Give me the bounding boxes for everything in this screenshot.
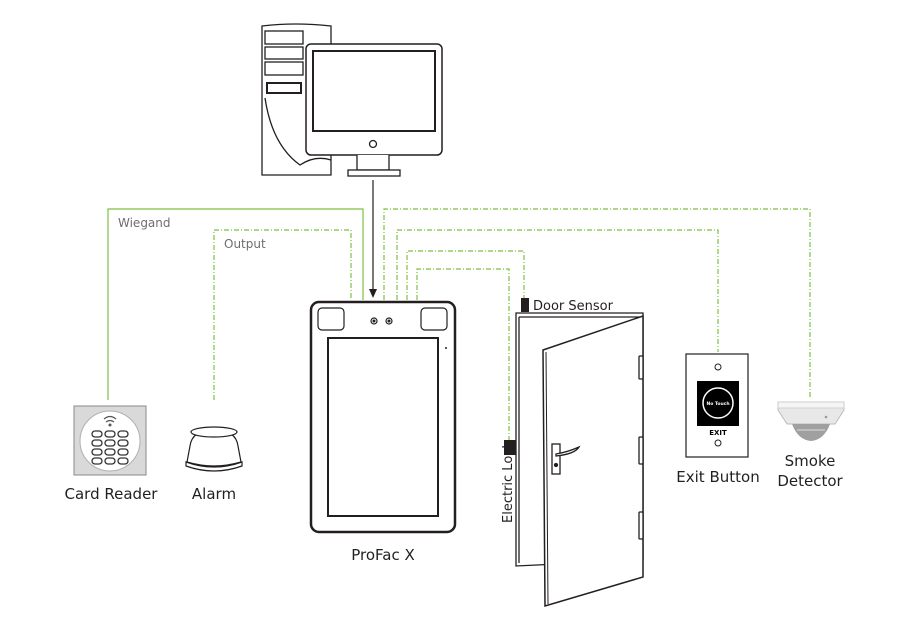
- smoke-detector-wire: [383, 208, 811, 397]
- exit-button-icon: No Touch EXIT: [685, 353, 749, 458]
- card-reader-label: Card Reader: [65, 485, 159, 503]
- camera-icon: [370, 317, 378, 325]
- door-handle-icon: [551, 443, 561, 475]
- wiegand-wire: [107, 208, 364, 400]
- device-screen: [327, 337, 439, 517]
- smoke-detector-label-line2: Detector: [777, 472, 843, 490]
- wires: [107, 208, 811, 440]
- electric-lock-label: Electric Lock: [501, 441, 516, 523]
- output-wire: [213, 229, 352, 400]
- arrow-down-icon: [369, 289, 377, 298]
- smoke-detector-label-line1: Smoke: [785, 452, 836, 470]
- electric-lock-icon: [504, 440, 516, 455]
- exit-button-label: Exit Button: [676, 468, 759, 486]
- electric-lock-wire: [416, 268, 510, 440]
- door-sensor-label: Door Sensor: [533, 299, 614, 314]
- camera-icon: [385, 317, 393, 325]
- card-reader-icon: [73, 405, 147, 476]
- network-link: [369, 180, 377, 298]
- door-icon: [515, 312, 644, 608]
- smoke-detector-icon: [777, 401, 845, 441]
- exit-button-face-text: No Touch: [706, 401, 729, 407]
- desktop-computer-icon: [261, 23, 443, 177]
- door-sensor-wire: [406, 250, 525, 300]
- alarm-icon: [185, 426, 243, 472]
- profac-x-device: [309, 300, 457, 534]
- wiegand-label: Wiegand: [118, 216, 171, 230]
- output-label: Output: [224, 237, 266, 251]
- door-sensor-icon: [521, 298, 529, 312]
- exit-button-caption: EXIT: [709, 429, 727, 437]
- alarm-label: Alarm: [192, 485, 236, 503]
- device-label: ProFac X: [351, 546, 415, 564]
- exit-button-wire: [396, 229, 719, 352]
